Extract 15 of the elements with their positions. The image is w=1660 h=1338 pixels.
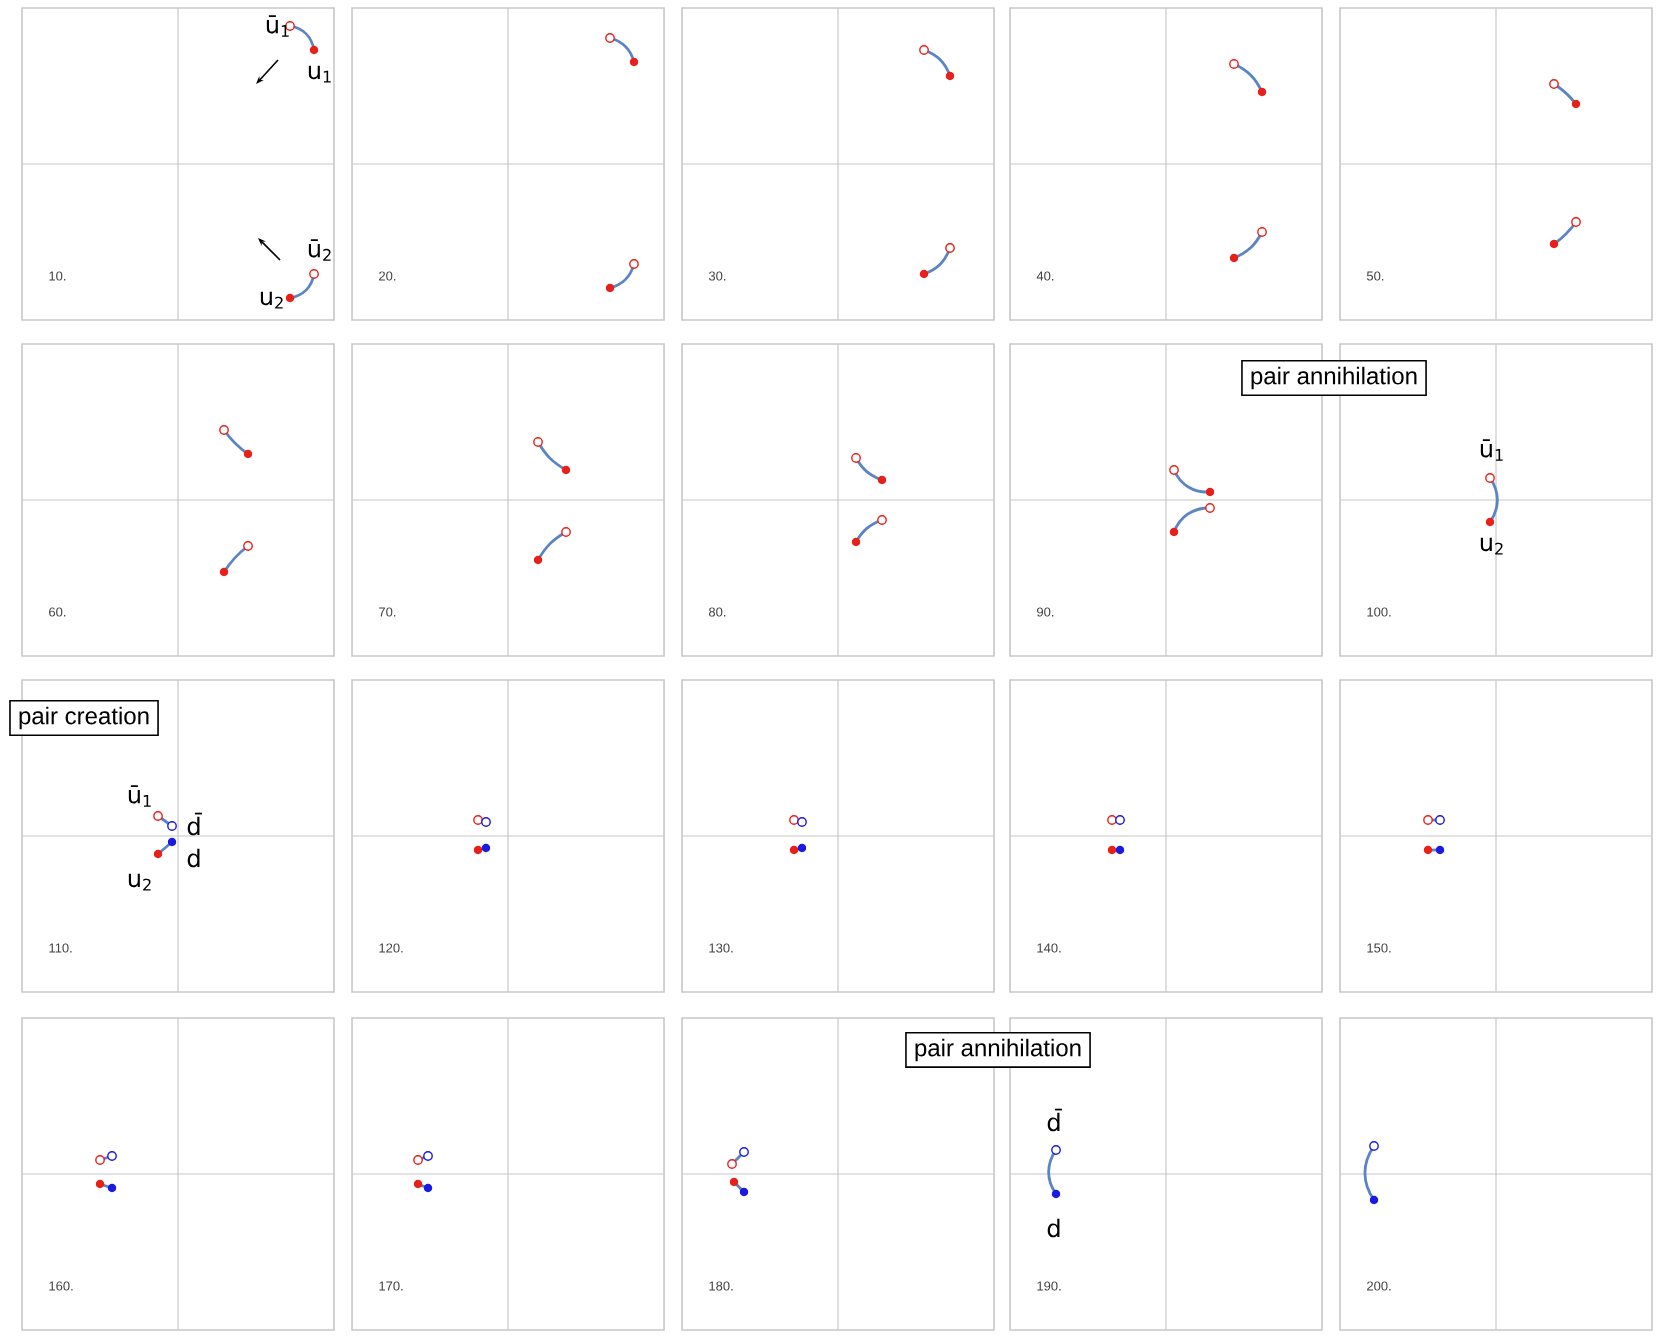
particle-label: ū$_{1}$ [128,785,151,807]
particle-label: u$_{2}$ [128,873,151,891]
annotation-box: pair creation [9,700,159,736]
annotation-box: pair annihilation [1241,360,1427,396]
particle-label: d [187,848,200,868]
particle-label: u$_{2}$ [260,291,283,309]
particle-label: d [1047,1218,1060,1238]
particle-label: d̄ [1047,1108,1062,1132]
particle-label: ū$_{1}$ [1480,439,1503,461]
particle-label: ū$_{1}$ [266,15,289,37]
particle-label: ū$_{2}$ [308,239,331,261]
particle-label: u$_{2}$ [1480,537,1503,555]
particle-label: d̄ [187,812,202,836]
particle-label: u$_{1}$ [308,65,331,83]
annotation-box: pair annihilation [905,1032,1091,1068]
